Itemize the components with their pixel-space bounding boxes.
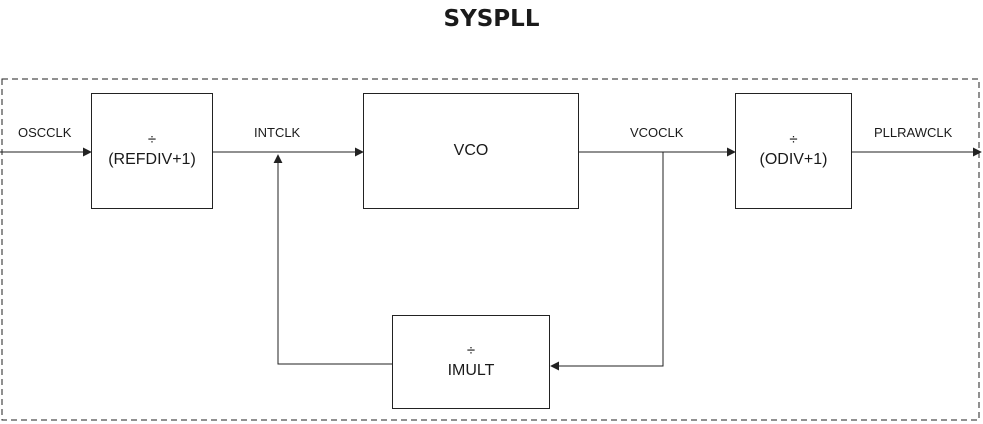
feedback-to-imult-arrow [550, 152, 664, 371]
divide-symbol: ÷ [466, 342, 476, 359]
imult-label: IMULT [447, 362, 495, 379]
vco-label: VCO [453, 142, 489, 159]
signal-label-vcoclk: VCOCLK [630, 125, 684, 140]
syspll-boundary [1, 78, 980, 421]
odiv-block: ÷ (ODIV+1) [735, 93, 852, 209]
divide-symbol: ÷ [789, 131, 798, 148]
diagram-title: SYSPLL [443, 6, 540, 32]
feedback-to-intclk-arrow [273, 154, 392, 365]
signal-label-osc: OSCCLK [18, 125, 72, 140]
refdiv-label: (REFDIV+1) [108, 151, 196, 168]
imult-block: ÷ IMULT [392, 315, 550, 409]
signal-label-intclk: INTCLK [254, 125, 301, 140]
odiv-label: (ODIV+1) [759, 151, 828, 168]
vco-block: VCO [363, 93, 579, 209]
signal-label-pllrawclk: PLLRAWCLK [874, 125, 953, 140]
refdiv-block: ÷ (REFDIV+1) [91, 93, 213, 209]
divide-symbol: ÷ [147, 131, 157, 148]
